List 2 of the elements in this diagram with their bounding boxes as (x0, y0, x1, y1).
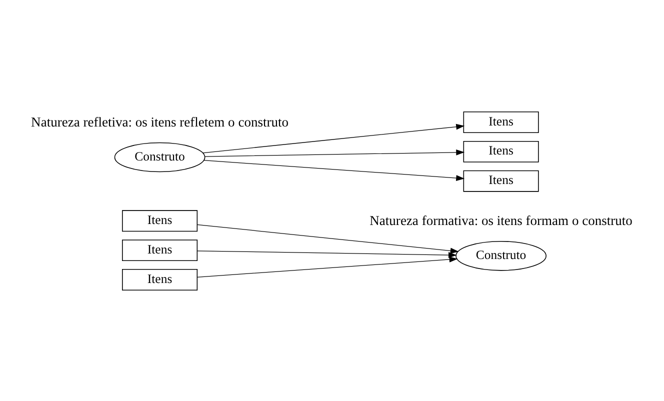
label: Natureza refletiva: os itens refletem o construto (31, 114, 289, 129)
label: Natureza formativa: os itens formam o construto (370, 212, 632, 228)
